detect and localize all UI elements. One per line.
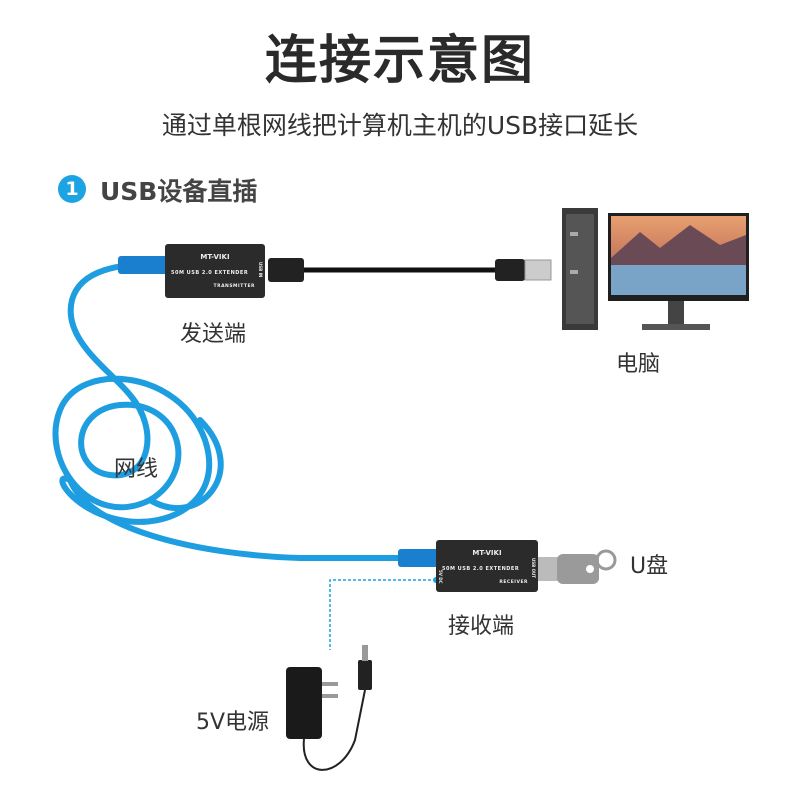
transmitter-device: MT-VIKI 50M USB 2.0 EXTENDER TRANSMITTER… xyxy=(165,244,265,298)
network-cable xyxy=(52,261,413,561)
computer-label: 电脑 xyxy=(616,352,661,377)
power-connection-line xyxy=(329,579,436,650)
transmitter-port: USB IN xyxy=(258,262,263,278)
rj45-plug-receiver xyxy=(398,549,440,567)
transmitter-brand: MT-VIKI xyxy=(200,253,230,261)
udisk-label: U盘 xyxy=(630,554,669,579)
usb-flash-drive-icon xyxy=(537,549,617,584)
receiver-device: MT-VIKI 50M USB 2.0 EXTENDER RECEIVER US… xyxy=(436,540,538,592)
cable-label: 网线 xyxy=(114,457,159,482)
transmitter-label: 发送端 xyxy=(180,322,247,347)
step-label: USB设备直插 xyxy=(100,177,258,206)
power-label: 5V电源 xyxy=(196,710,270,735)
power-adapter-icon xyxy=(286,645,372,771)
receiver-role: RECEIVER xyxy=(499,580,528,585)
transmitter-role: TRANSMITTER xyxy=(213,284,255,289)
rj45-plug-transmitter xyxy=(118,256,168,274)
usb-plug-pc-end xyxy=(524,259,552,281)
receiver-port: USB OUT xyxy=(531,558,536,578)
receiver-label: 接收端 xyxy=(448,614,515,639)
receiver-power-port: 5V DC xyxy=(438,570,443,584)
receiver-model: 50M USB 2.0 EXTENDER xyxy=(442,566,520,572)
step-number-badge: 1 xyxy=(58,175,86,203)
page-title: 连接示意图 xyxy=(264,31,535,91)
usb-plug-device-end xyxy=(268,258,304,282)
page-subtitle: 通过单根网线把计算机主机的USB接口延长 xyxy=(161,111,639,140)
monitor-icon xyxy=(608,213,749,330)
transmitter-model: 50M USB 2.0 EXTENDER xyxy=(171,270,249,276)
receiver-brand: MT-VIKI xyxy=(472,549,502,557)
